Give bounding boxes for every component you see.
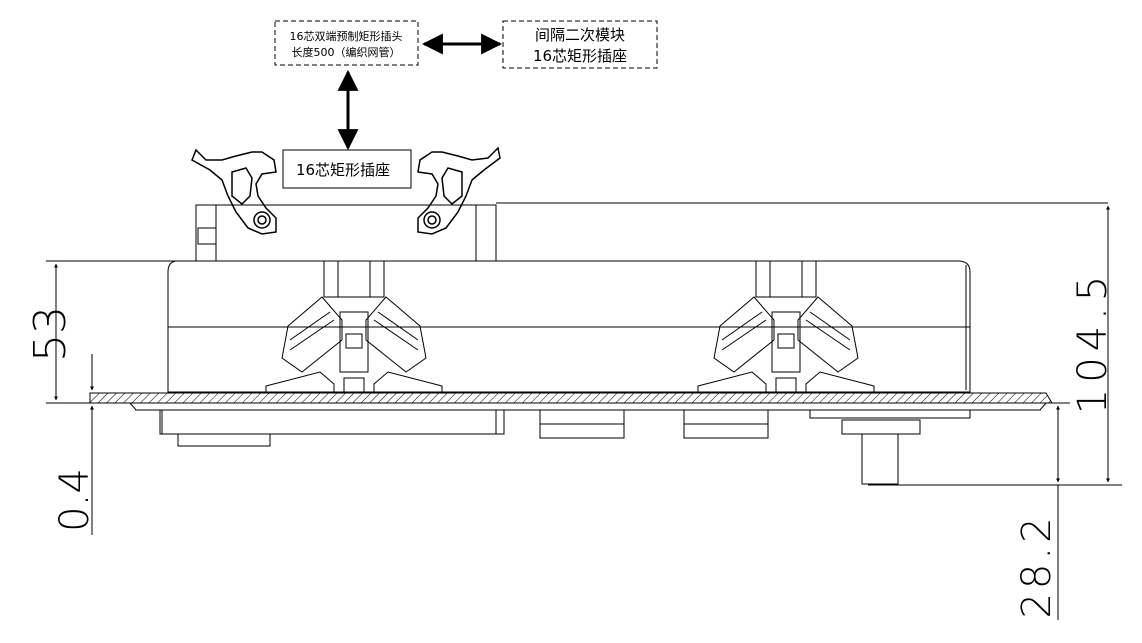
dim-28-2: 28.2 — [1014, 513, 1060, 618]
socket-label: 16芯矩形插座 — [296, 161, 390, 179]
plug-label-line1: 16芯双端预制矩形插头 — [290, 29, 403, 43]
left-latch — [191, 148, 277, 235]
mounting-clip-right — [697, 260, 875, 393]
socket-label-box: 16芯矩形插座 — [282, 149, 412, 189]
right-latch — [417, 146, 501, 235]
dim-53: 53 — [25, 306, 76, 362]
dimension-lines — [46, 205, 1122, 620]
module-label-line1: 间隔二次模块 — [535, 26, 625, 44]
main-housing — [167, 260, 971, 393]
mounting-plate — [89, 392, 1053, 404]
under-plate-parts — [128, 402, 1048, 485]
module-label-box: 间隔二次模块 16芯矩形插座 — [502, 20, 658, 69]
plug-label-box: 16芯双端预制矩形插头 长度500（编织网管） — [274, 20, 419, 66]
dim-104-5: 104.5 — [1070, 270, 1116, 415]
mounting-clip-left — [265, 260, 443, 393]
plug-label-line2: 长度500（编织网管） — [292, 45, 401, 59]
dim-0-4: 0.4 — [52, 468, 98, 532]
socket-header — [195, 202, 1108, 262]
module-label-line2: 16芯矩形插座 — [533, 47, 627, 65]
